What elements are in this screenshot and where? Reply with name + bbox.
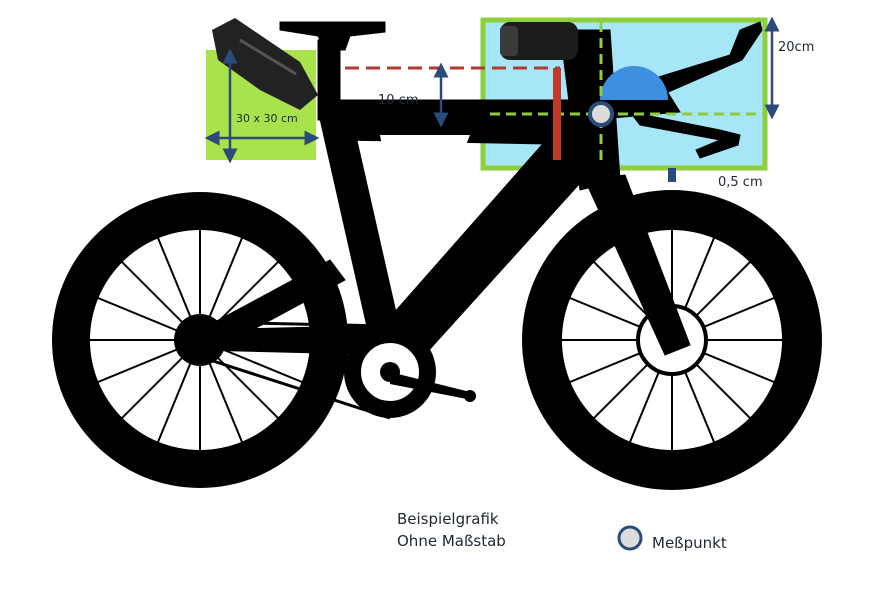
front-bottle <box>500 22 578 60</box>
computer-mount <box>600 66 668 100</box>
legend-label: Meßpunkt <box>652 534 727 552</box>
chain <box>199 320 391 420</box>
chainring <box>344 326 476 418</box>
caption-line-2: Ohne Maßstab <box>397 532 506 550</box>
rear-bottle <box>212 18 318 110</box>
gap-indicator <box>668 168 676 182</box>
height-drop-label: 10 cm <box>378 93 419 108</box>
riser-line <box>553 68 561 160</box>
measure-point-marker <box>588 101 614 127</box>
zone-height-label: 20cm <box>778 40 815 55</box>
caption-line-1: Beispielgrafik <box>397 510 499 528</box>
legend-marker-icon <box>617 525 643 551</box>
gap-label: 0,5 cm <box>718 175 763 190</box>
box-size-label: 30 x 30 cm <box>236 112 298 125</box>
frame-window <box>380 135 470 215</box>
